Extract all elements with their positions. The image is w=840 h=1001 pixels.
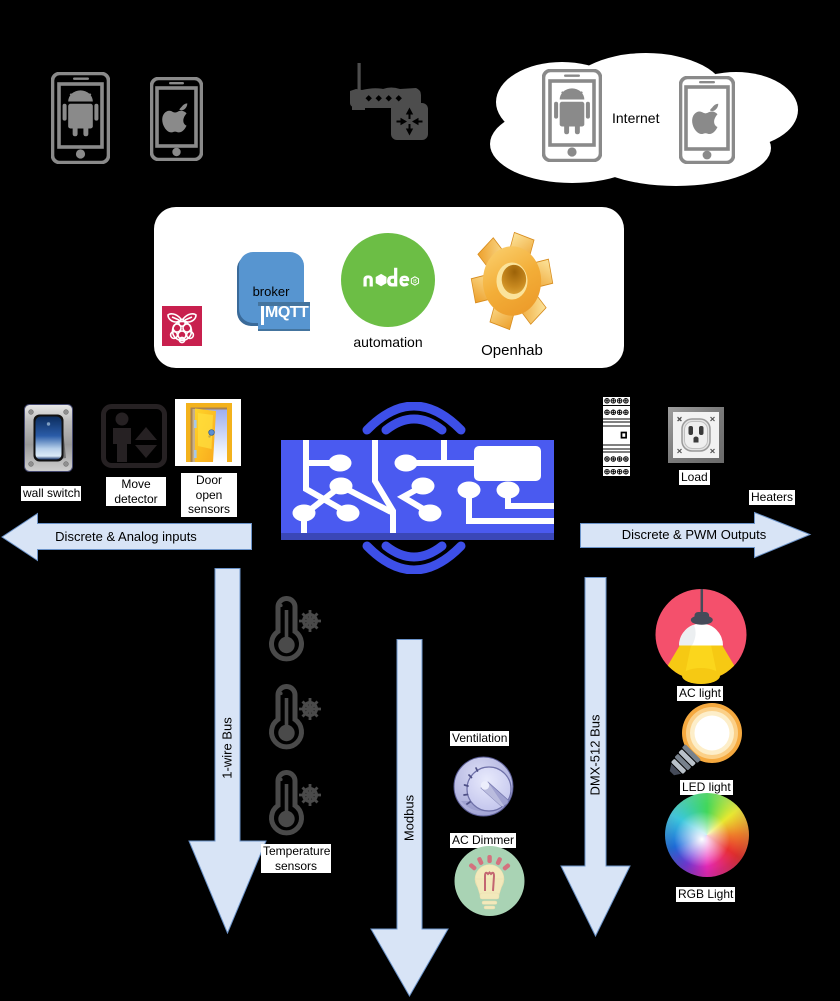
- svg-text:Discrete & Analog inputs: Discrete & Analog inputs: [55, 529, 197, 544]
- svg-text:Discrete & PWM Outputs: Discrete & PWM Outputs: [622, 527, 767, 542]
